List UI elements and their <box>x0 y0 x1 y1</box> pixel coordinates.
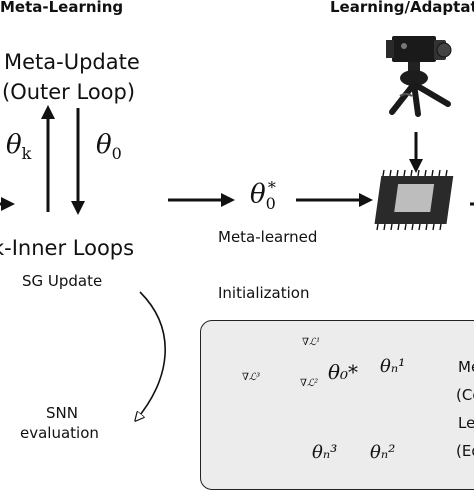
chip-pin <box>424 169 427 177</box>
chip-pin <box>376 223 379 231</box>
chip-pin <box>438 169 441 177</box>
chip-pin <box>431 169 434 177</box>
inset-theta-n2: θₙ² <box>370 442 396 463</box>
grad-l3-label: ∇ℒ³ <box>242 372 261 383</box>
chip-pin <box>404 223 407 231</box>
chip-pin <box>439 223 442 231</box>
legend-meta-label: Me <box>458 358 474 376</box>
chip-pin <box>445 169 448 177</box>
chip-pin <box>396 169 399 177</box>
theta-0-label: θ0 <box>96 130 122 164</box>
chip-pin <box>418 223 421 231</box>
neuromorphic-chip-icon <box>374 169 454 231</box>
legend-learn-label: Le <box>458 414 474 432</box>
initialization-label: Initialization <box>218 284 310 302</box>
meta-learned-theta: θ0* <box>250 178 276 213</box>
sg-update-label: SG Update <box>22 272 103 290</box>
chip-pin <box>425 223 428 231</box>
inset-theta-n3: θₙ³ <box>312 442 338 463</box>
meta-update-label: Meta-Update <box>4 50 140 74</box>
chip-pin <box>417 169 420 177</box>
meta-learning-header: Meta-Learning <box>0 0 124 16</box>
chip-pin <box>397 223 400 231</box>
evaluation-label: evaluation <box>20 424 99 442</box>
inner-loops-label: k-Inner Loops <box>0 236 135 260</box>
chip-pin <box>411 223 414 231</box>
chip-pin <box>383 223 386 231</box>
legend-learn-sub-label: (Ed <box>456 442 474 460</box>
theta-k-label: θk <box>6 130 32 164</box>
inset-theta0-star: θ₀* <box>328 360 359 384</box>
snn-label: SNN <box>46 404 78 422</box>
chip-pin <box>382 169 385 177</box>
meta-learned-label: Meta-learned <box>218 228 318 246</box>
grad-l1-label: ∇ℒ¹ <box>302 337 321 348</box>
chip-pin <box>389 169 392 177</box>
snn-evaluation-arrow <box>136 291 166 420</box>
chip-pin <box>390 223 393 231</box>
inset-theta-n1: θₙ¹ <box>380 356 406 377</box>
chip-pin <box>410 169 413 177</box>
inset-panel <box>200 320 474 490</box>
outer-loop-label: (Outer Loop) <box>2 80 136 104</box>
grad-l2-label: ∇ℒ² <box>300 378 319 389</box>
legend-meta-sub-label: (Co <box>456 386 474 404</box>
chip-pin <box>403 169 406 177</box>
event-camera-icon <box>386 36 452 117</box>
chip-pin <box>432 223 435 231</box>
learning-adaptation-header: Learning/Adaptat <box>330 0 474 16</box>
